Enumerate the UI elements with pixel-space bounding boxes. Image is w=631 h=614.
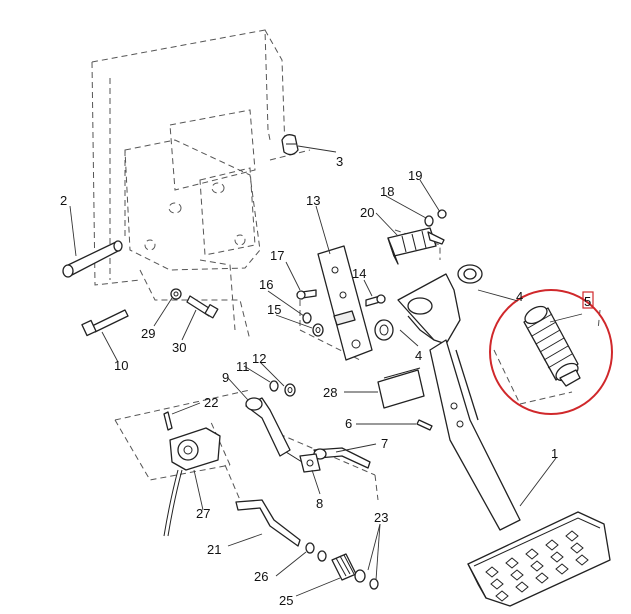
callout-23: 23 — [374, 510, 388, 525]
callout-20: 20 — [360, 205, 374, 220]
callout-5: 5 — [584, 294, 591, 309]
callout-29: 29 — [141, 326, 155, 341]
bracket-outline — [91, 29, 441, 501]
callout-15: 15 — [267, 302, 281, 317]
tread-diamond — [485, 566, 499, 578]
tread-diamond — [515, 581, 529, 593]
part-15-washer — [312, 323, 324, 337]
tread-diamond — [575, 554, 589, 566]
part-30-bolt — [186, 295, 219, 319]
part-4-bushing — [374, 319, 394, 341]
callout-6: 6 — [345, 416, 352, 431]
part-3-clip — [281, 134, 299, 156]
part-17-screw — [296, 289, 317, 300]
part-29-nut — [170, 288, 182, 300]
tread-diamond — [555, 563, 569, 575]
tread-diamond — [550, 551, 564, 563]
callout-28: 28 — [323, 385, 337, 400]
part-10-bolt — [81, 309, 129, 337]
callout-2: 2 — [60, 193, 67, 208]
part-26-washer — [305, 542, 327, 562]
callout-4a: 4 — [516, 289, 523, 304]
part-25-spring — [331, 553, 357, 581]
tread-diamond — [510, 569, 524, 581]
tread-diamond — [495, 590, 509, 602]
tread-diamond — [490, 578, 504, 590]
part-12-nut — [284, 383, 296, 397]
callout-labels: 1 2 3 4 4 5 6 7 8 9 10 11 12 13 14 15 16… — [60, 154, 591, 608]
callout-7: 7 — [381, 436, 388, 451]
part-1-brake-pedal — [397, 264, 611, 607]
callout-30: 30 — [172, 340, 186, 355]
callout-8: 8 — [316, 496, 323, 511]
callout-13: 13 — [306, 193, 320, 208]
highlight-label-box — [582, 291, 594, 309]
callout-27: 27 — [196, 506, 210, 521]
part-28-pad — [377, 367, 425, 409]
callout-3: 3 — [336, 154, 343, 169]
callout-14: 14 — [352, 266, 366, 281]
tread-diamond — [530, 560, 544, 572]
callout-10: 10 — [114, 358, 128, 373]
callout-18: 18 — [380, 184, 394, 199]
callout-4b: 4 — [415, 348, 422, 363]
part-8-clevis — [299, 453, 321, 473]
callout-25: 25 — [279, 593, 293, 608]
part-18-washer — [424, 215, 434, 227]
tread-diamond — [545, 539, 559, 551]
tread-diamond — [565, 530, 579, 542]
leader-lines — [69, 145, 583, 597]
callout-17: 17 — [270, 248, 284, 263]
part-5-return-spring — [493, 305, 601, 405]
tread-diamond — [525, 548, 539, 560]
part-13-bracket-plate — [317, 245, 373, 361]
highlight-ring — [489, 289, 613, 415]
part-14-bolt — [365, 294, 386, 307]
part-11-washer — [269, 380, 279, 392]
callout-16: 16 — [259, 277, 273, 292]
callout-12: 12 — [252, 351, 266, 366]
part-27-sensor — [163, 427, 221, 537]
pedal-pad-tread — [485, 530, 589, 602]
part-22-screw — [163, 411, 173, 431]
part-21-rod — [235, 499, 301, 547]
callout-21: 21 — [207, 542, 221, 557]
tread-diamond — [535, 572, 549, 584]
callout-1: 1 — [551, 446, 558, 461]
part-2-pivot-pin — [62, 240, 123, 278]
callout-26: 26 — [254, 569, 268, 584]
part-20-switch — [387, 227, 445, 265]
part-23-nut — [354, 569, 379, 590]
part-9-lever — [245, 397, 303, 463]
callout-22: 22 — [204, 395, 218, 410]
callout-19: 19 — [408, 168, 422, 183]
tread-diamond — [570, 542, 584, 554]
part-6-pin — [416, 419, 433, 431]
part-16-washer — [302, 312, 312, 324]
tread-diamond — [505, 557, 519, 569]
callout-11: 11 — [236, 359, 250, 374]
callout-9: 9 — [222, 370, 229, 385]
